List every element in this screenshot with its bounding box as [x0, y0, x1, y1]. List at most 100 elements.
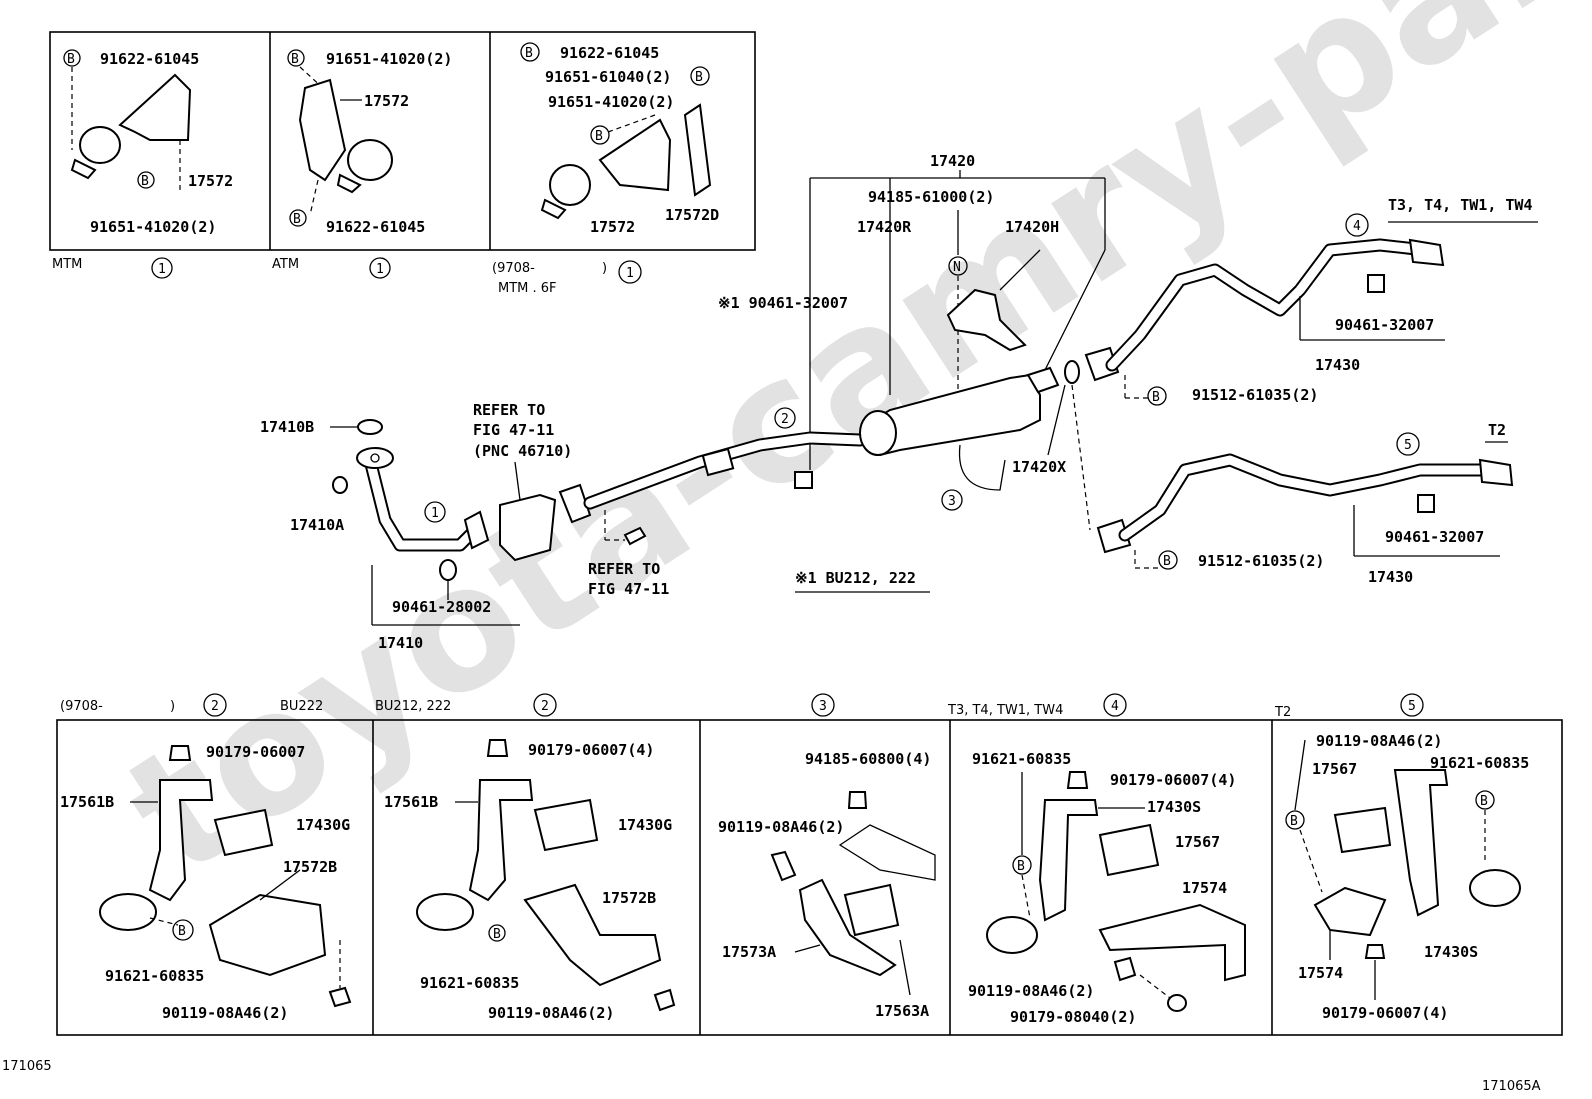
svg-text:BU212, 222: BU212, 222 — [375, 699, 451, 714]
svg-text:T3, T4, TW1, TW4: T3, T4, TW1, TW4 — [1388, 196, 1533, 214]
svg-text:94185-60800(4): 94185-60800(4) — [805, 750, 931, 768]
inset-panel-5: 90119-08A46(2) B 17567 91621-60835 B 175… — [1285, 732, 1529, 1022]
svg-text:90119-08A46(2): 90119-08A46(2) — [968, 982, 1094, 1000]
svg-text:17420R: 17420R — [857, 218, 912, 236]
svg-text:4: 4 — [1111, 699, 1119, 714]
svg-text:90119-08A46(2): 90119-08A46(2) — [718, 818, 844, 836]
svg-text:B: B — [493, 927, 501, 942]
svg-text:17572B: 17572B — [283, 858, 337, 876]
svg-text:B: B — [141, 174, 149, 189]
svg-text:17572B: 17572B — [602, 889, 656, 907]
svg-text:17410: 17410 — [378, 634, 423, 652]
svg-text:17420H: 17420H — [1005, 218, 1059, 236]
inset-panel-1: 90179-06007 17561B 17430G 17572B B 91621… — [60, 743, 352, 1022]
svg-text:BU222: BU222 — [280, 699, 323, 714]
svg-text:4: 4 — [1353, 219, 1361, 234]
svg-text:17430: 17430 — [1315, 356, 1360, 374]
svg-text:91622-61045: 91622-61045 — [560, 44, 659, 62]
svg-text:17572: 17572 — [364, 92, 409, 110]
svg-text:90461-32007: 90461-32007 — [1335, 316, 1434, 334]
svg-text:91512-61035(2): 91512-61035(2) — [1198, 552, 1324, 570]
svg-text:B: B — [1017, 859, 1025, 874]
svg-text:91651-41020(2): 91651-41020(2) — [548, 93, 674, 111]
svg-text:91621-60835: 91621-60835 — [1430, 754, 1529, 772]
svg-text:2: 2 — [541, 699, 549, 714]
svg-text:90179-06007(4): 90179-06007(4) — [528, 741, 654, 759]
svg-text:FIG 47-11: FIG 47-11 — [473, 421, 554, 439]
svg-text:(9708-: (9708- — [492, 261, 535, 276]
svg-text:3: 3 — [819, 699, 827, 714]
inset-mtm: B 91622-61045 17572 B 91651-41020(2) — [63, 49, 233, 236]
svg-text:90119-08A46(2): 90119-08A46(2) — [162, 1004, 288, 1022]
svg-text:B: B — [1152, 390, 1160, 405]
top-inset-frame — [49, 31, 756, 251]
svg-text:17567: 17567 — [1175, 833, 1220, 851]
label-bracket-17572-mtm: 17572 — [188, 172, 233, 190]
inset-mtm6f: B 91622-61045 91651-61040(2) B 91651-410… — [520, 42, 719, 236]
svg-text:17420X: 17420X — [1012, 458, 1066, 476]
svg-text:REFER TO: REFER TO — [473, 401, 545, 419]
svg-text:): ) — [170, 699, 175, 714]
svg-text:17574: 17574 — [1182, 879, 1227, 897]
svg-text:1: 1 — [376, 262, 384, 277]
svg-text:B: B — [595, 129, 603, 144]
label-17420: 17420 — [930, 152, 975, 170]
svg-text:(9708-: (9708- — [60, 699, 103, 714]
label-bolt-91622: 91622-61045 — [100, 50, 199, 68]
svg-text:91651-41020(2): 91651-41020(2) — [90, 218, 216, 236]
svg-text:17430S: 17430S — [1147, 798, 1201, 816]
svg-text:90119-08A46(2): 90119-08A46(2) — [1316, 732, 1442, 750]
svg-text:90179-06007: 90179-06007 — [206, 743, 305, 761]
svg-text:17410A: 17410A — [290, 516, 344, 534]
svg-text:91621-60835: 91621-60835 — [972, 750, 1071, 768]
caption-mtm: MTM — [52, 257, 82, 272]
svg-text:1: 1 — [431, 506, 439, 521]
svg-text:B: B — [293, 212, 301, 227]
svg-text:2: 2 — [781, 412, 789, 427]
svg-text:17563A: 17563A — [875, 1002, 929, 1020]
svg-text:90461-28002: 90461-28002 — [392, 598, 491, 616]
inset-atm: B 91651-41020(2) 17572 B 91622-61045 — [287, 49, 452, 236]
svg-text:B: B — [1163, 554, 1171, 569]
main-exhaust: 17420 94185-61000(2) 17420R 17420H N ※1 … — [260, 152, 1538, 652]
svg-text:B: B — [67, 52, 75, 67]
svg-text:B: B — [525, 46, 533, 61]
svg-text:B: B — [1480, 794, 1488, 809]
svg-text:T2: T2 — [1274, 705, 1291, 720]
svg-text:91622-61045: 91622-61045 — [326, 218, 425, 236]
svg-text:17573A: 17573A — [722, 943, 776, 961]
svg-text:MTM . 6F: MTM . 6F — [498, 281, 557, 296]
svg-text:90179-06007(4): 90179-06007(4) — [1322, 1004, 1448, 1022]
svg-text:1: 1 — [158, 262, 166, 277]
svg-text:B: B — [1290, 814, 1298, 829]
svg-text:17430G: 17430G — [296, 816, 350, 834]
svg-text:90179-06007(4): 90179-06007(4) — [1110, 771, 1236, 789]
svg-text:(PNC 46710): (PNC 46710) — [473, 442, 572, 460]
svg-text:91512-61035(2): 91512-61035(2) — [1192, 386, 1318, 404]
svg-text:※1 BU212, 222: ※1 BU212, 222 — [795, 569, 916, 587]
svg-text:17567: 17567 — [1312, 760, 1357, 778]
svg-text:17561B: 17561B — [60, 793, 114, 811]
svg-text:90461-32007: 90461-32007 — [1385, 528, 1484, 546]
figure-id-left: 171065 — [2, 1059, 52, 1074]
svg-text:3: 3 — [948, 494, 956, 509]
svg-text:17430S: 17430S — [1424, 943, 1478, 961]
svg-text:17561B: 17561B — [384, 793, 438, 811]
svg-text:B: B — [291, 52, 299, 67]
svg-text:90179-08040(2): 90179-08040(2) — [1010, 1008, 1136, 1026]
svg-text:91621-60835: 91621-60835 — [420, 974, 519, 992]
caption-atm: ATM — [272, 257, 299, 272]
svg-text:2: 2 — [211, 699, 219, 714]
svg-text:): ) — [602, 261, 607, 276]
svg-text:T2: T2 — [1488, 421, 1506, 439]
svg-text:17572D: 17572D — [665, 206, 719, 224]
svg-text:T3, T4, TW1, TW4: T3, T4, TW1, TW4 — [947, 703, 1063, 718]
svg-text:91651-41020(2): 91651-41020(2) — [326, 50, 452, 68]
bottom-inset-frame — [56, 719, 1563, 1036]
svg-text:91621-60835: 91621-60835 — [105, 967, 204, 985]
svg-text:17430G: 17430G — [618, 816, 672, 834]
svg-text:REFER TO: REFER TO — [588, 560, 660, 578]
svg-text:17574: 17574 — [1298, 964, 1343, 982]
